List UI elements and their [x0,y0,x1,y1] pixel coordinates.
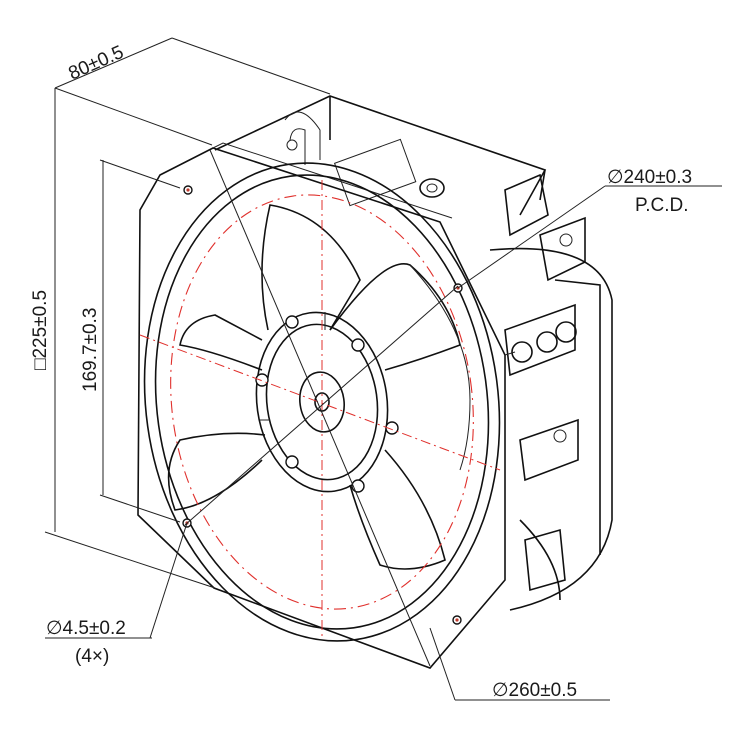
hole-diameter-label: ∅4.5±0.2 [46,618,126,639]
centerlines [139,180,501,640]
impeller [167,204,471,570]
hub [255,311,399,493]
rear-housing [214,95,613,611]
front-frame [137,142,516,669]
outer-diameter-label: ∅260±0.5 [492,680,577,701]
depth-dimension-label: 80±0.5 [65,42,127,85]
hole-count-label: (4×) [75,646,109,667]
hole-span-dimension-label: 169.7±0.3 [80,308,101,392]
frame-size-dimension-label: □225±0.5 [30,290,51,370]
dimension-lines [44,37,722,701]
pcd-diameter-label: ∅240±0.3 [607,167,692,188]
pcd-label: P.C.D. [635,195,689,216]
